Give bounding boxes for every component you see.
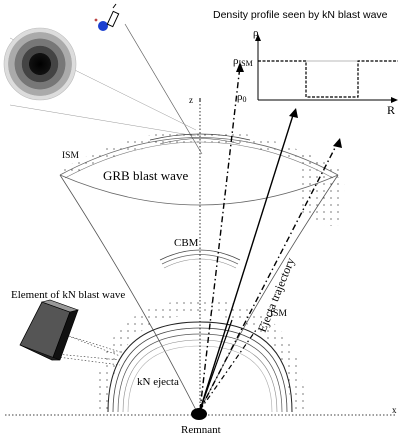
z-axis-label: z xyxy=(189,95,193,105)
density-inset xyxy=(255,34,398,103)
x-axis-label: x xyxy=(392,405,397,415)
density-profile-curve xyxy=(258,60,398,98)
telescope-icon xyxy=(94,3,120,31)
cbm-label: CBM xyxy=(174,237,199,249)
inset-x-label: R xyxy=(387,103,395,117)
kn-element-block xyxy=(19,299,121,366)
kn-ejecta-label: kN ejecta xyxy=(137,376,179,388)
grb-blast-wave-label: GRB blast wave xyxy=(103,168,188,183)
rho-0-label: ρ0 xyxy=(237,91,247,104)
ism-dotted-halo-top xyxy=(60,130,345,226)
ejecta-trajectory-label: Ejecta trajectory xyxy=(255,256,298,334)
sky-image-orb xyxy=(3,27,77,101)
element-label: Element of kN blast wave xyxy=(11,289,125,301)
ism-top-label: ISM xyxy=(62,151,79,161)
inset-y-label: ρ xyxy=(253,27,259,39)
rho-ism-label: ρISM xyxy=(233,55,253,68)
remnant-label: Remnant xyxy=(181,424,221,436)
ejecta-arrows xyxy=(199,62,342,411)
remnant-blob xyxy=(191,408,207,420)
inset-title: Density profile seen by kN blast wave xyxy=(213,9,388,21)
ism-right-label: ISM xyxy=(270,309,287,319)
